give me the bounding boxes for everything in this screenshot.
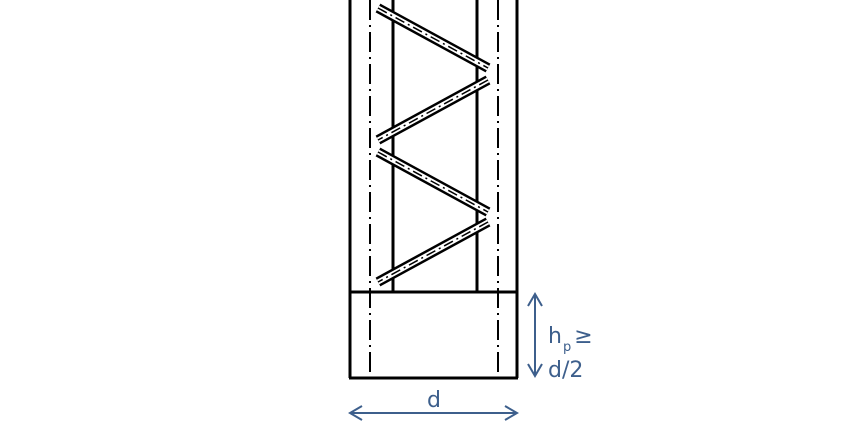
bar-centerline	[377, 151, 489, 213]
height-symbol: h	[548, 324, 562, 349]
reinforcement-bar	[375, 217, 491, 287]
width-arrow-left	[348, 405, 363, 421]
reinforcement-bar	[375, 75, 491, 145]
reinforcement-bar	[375, 3, 491, 73]
bar-centerline	[377, 79, 489, 141]
height-subscript: p	[562, 340, 572, 355]
height-label: hp≥	[548, 324, 593, 355]
height-arrow-top	[527, 292, 543, 307]
height-value: d/2	[548, 358, 584, 383]
width-label: d	[427, 388, 441, 413]
bar-centerline	[377, 221, 489, 283]
reinforcement-bar	[375, 147, 491, 217]
height-arrow-bottom	[527, 363, 543, 378]
bar-centerline	[377, 7, 489, 69]
width-arrow-right	[504, 405, 519, 421]
height-relation: ≥	[574, 324, 593, 349]
